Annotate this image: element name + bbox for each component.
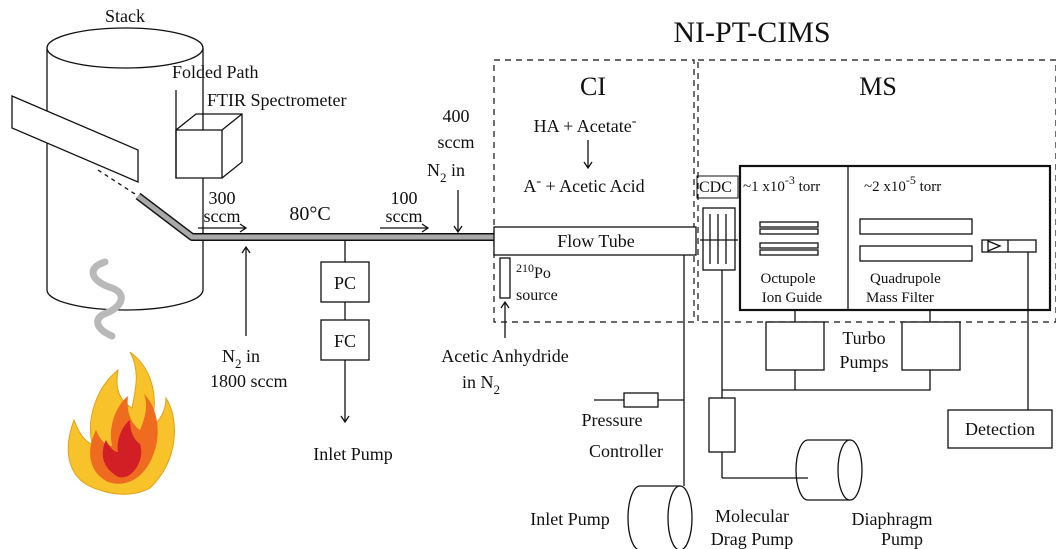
stack-label: Stack bbox=[105, 6, 145, 26]
n2-400-arrow bbox=[453, 190, 463, 234]
turbo-pump-2 bbox=[901, 321, 961, 371]
inlet-pump-2-label: Inlet Pump bbox=[530, 509, 610, 529]
flow-300-value: 300 bbox=[209, 188, 236, 208]
inlet-pump-label: Inlet Pump bbox=[313, 444, 393, 464]
inlet-pump-arrow bbox=[340, 360, 350, 424]
vacuum-chamber bbox=[738, 164, 1052, 312]
quadrupole-label-1: Quadrupole bbox=[870, 271, 941, 287]
n2-400-label: N2 in bbox=[427, 160, 465, 185]
pressure-controller-box bbox=[320, 261, 370, 303]
turbo-pump-1 bbox=[765, 321, 825, 371]
flow-tube bbox=[493, 226, 697, 256]
flow-controller-box bbox=[320, 319, 370, 361]
diaphragm-pump-cylinder bbox=[795, 439, 863, 501]
flow-100-unit: sccm bbox=[386, 206, 423, 226]
source-label: source bbox=[516, 287, 558, 304]
pressure-controller-valve bbox=[623, 392, 659, 408]
ftir-label-1: Folded Path bbox=[172, 62, 259, 82]
n2-1800-label: N2 in bbox=[222, 346, 260, 371]
flow-100-value: 100 bbox=[391, 188, 418, 208]
cdc-label: CDC bbox=[699, 179, 732, 196]
molecular-drag-pump bbox=[708, 397, 736, 453]
fc-label: FC bbox=[334, 331, 356, 351]
pressure-controller-label-2: Controller bbox=[589, 441, 663, 461]
smoke-plume bbox=[89, 258, 125, 340]
quadrupole-mass-filter bbox=[859, 218, 973, 262]
anhydride-label-2: in N2 bbox=[462, 372, 500, 397]
drag-pump-label-1: Molecular bbox=[715, 506, 789, 526]
po-source-label: 210Po bbox=[516, 261, 551, 282]
anhydride-arrow bbox=[500, 300, 510, 338]
diaphragm-label-1: Diaphragm bbox=[852, 509, 933, 529]
stack-plate bbox=[11, 95, 139, 183]
detector-element bbox=[981, 239, 1037, 253]
n2-1800-arrow bbox=[241, 245, 251, 336]
ci-section-border bbox=[493, 59, 695, 323]
pressure-1-label: ~1 x10-3 torr bbox=[743, 173, 820, 195]
cdc-box bbox=[702, 207, 736, 271]
turbo-label-2: Pumps bbox=[839, 352, 888, 372]
stack-body bbox=[46, 48, 204, 311]
temperature-label: 80°C bbox=[289, 203, 330, 225]
stack: Stack bbox=[11, 6, 204, 340]
detection-label: Detection bbox=[965, 419, 1035, 439]
ms-section-label: MS bbox=[859, 72, 897, 101]
octupole-label-1: Octupole bbox=[761, 271, 816, 287]
pressure-2-label: ~2 x10-5 torr bbox=[864, 173, 941, 195]
diaphragm-label-2: Pump bbox=[881, 529, 923, 549]
diagram-title: NI-PT-CIMS bbox=[673, 16, 830, 49]
turbo-label-1: Turbo bbox=[842, 328, 885, 348]
n2-400-unit: sccm bbox=[438, 132, 475, 152]
inlet-line bbox=[97, 169, 494, 241]
flow-300-arrow bbox=[198, 223, 248, 233]
flame-icon bbox=[67, 351, 175, 495]
pressure-controller-label-1: Pressure bbox=[582, 410, 643, 430]
ftir-label-2: FTIR Spectrometer bbox=[207, 90, 346, 110]
ftir-box-front bbox=[175, 129, 223, 179]
flow-tube-label: Flow Tube bbox=[557, 231, 635, 251]
octupole-label-2: Ion Guide bbox=[762, 290, 823, 306]
flow-100-arrow bbox=[380, 223, 430, 233]
n2-400-value: 400 bbox=[443, 106, 470, 126]
po-source bbox=[499, 257, 511, 299]
pc-label: PC bbox=[334, 273, 356, 293]
octupole-ion-guide bbox=[759, 221, 819, 256]
anhydride-label-1: Acetic Anhydride bbox=[441, 346, 568, 366]
reaction-arrow bbox=[583, 140, 593, 170]
inlet-pump-cylinder bbox=[627, 485, 693, 549]
ci-section-label: CI bbox=[580, 72, 606, 101]
stack-top bbox=[46, 27, 204, 69]
quadrupole-label-2: Mass Filter bbox=[866, 290, 934, 306]
ftir-spectrometer: Folded Path FTIR Spectrometer bbox=[172, 62, 346, 179]
drag-pump-label-2: Drag Pump bbox=[711, 529, 794, 549]
reaction-line-2: A- + Acetic Acid bbox=[523, 174, 644, 196]
ms-section-border bbox=[697, 59, 1056, 323]
detection-box bbox=[947, 409, 1053, 449]
n2-1800-flow: 1800 sccm bbox=[210, 371, 287, 391]
reaction-line-1: HA + Acetate- bbox=[534, 114, 637, 136]
flow-300-unit: sccm bbox=[204, 206, 241, 226]
